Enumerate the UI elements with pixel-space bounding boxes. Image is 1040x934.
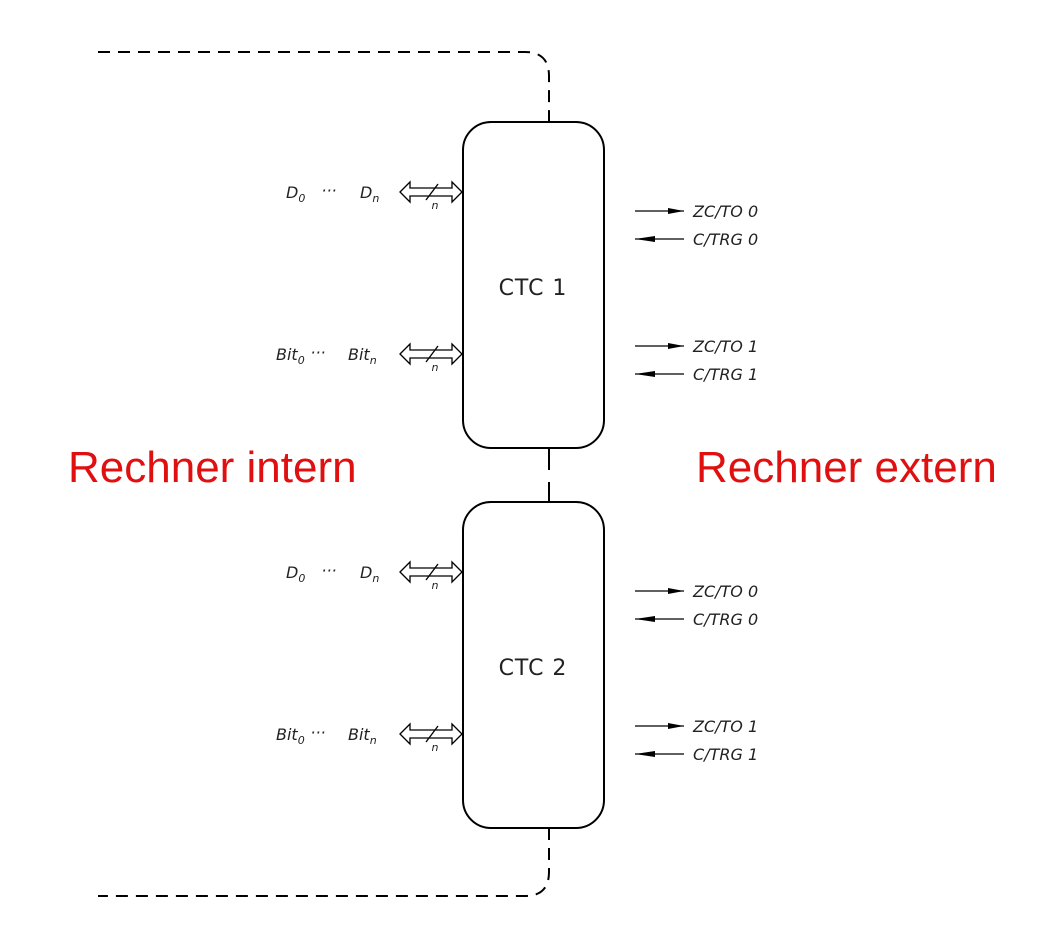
- bus-width-slash: [425, 725, 439, 743]
- dashed-chain-top: [98, 51, 550, 122]
- input-arrow-head: [635, 616, 655, 622]
- bus-ellipsis: ···: [310, 723, 325, 742]
- bus-ellipsis: ···: [310, 343, 325, 362]
- bus-to-label-base: D: [360, 183, 372, 202]
- bus-to-label: Dn: [360, 563, 379, 585]
- output-arrow-head: [668, 723, 684, 729]
- bus-to-label: Bitn: [348, 725, 377, 747]
- bus-ellipsis: ···: [321, 561, 336, 580]
- bus-from-label: Bit0: [276, 725, 305, 747]
- bidirectional-bus-arrow: [399, 560, 463, 584]
- bus-width-slash: [425, 345, 439, 363]
- bus-from-label-base: D: [286, 563, 298, 582]
- signal-label: ZC/TO 0: [692, 582, 758, 601]
- input-arrow-head: [635, 751, 655, 757]
- signal-label: C/TRG 0: [693, 230, 758, 249]
- bus-to-label: Bitn: [348, 345, 377, 367]
- bus-to-label-base: Bit: [348, 725, 370, 744]
- ctc-1-block: CTC 1: [462, 121, 605, 449]
- output-arrow-head: [668, 343, 684, 349]
- bus-from-label-subscript: 0: [298, 734, 305, 747]
- bidirectional-bus-arrow: [399, 342, 463, 366]
- bus-ellipsis: ···: [321, 181, 336, 200]
- bus-width-slash: [425, 563, 439, 581]
- bus-from-label-subscript: 0: [298, 192, 305, 205]
- bus-data-ctc-2: D0···Dnn: [286, 560, 463, 592]
- signal-ctc-2-4: C/TRG 1: [635, 745, 758, 764]
- signal-ctc-1-2: C/TRG 0: [635, 230, 758, 249]
- bus-to-label-subscript: n: [372, 572, 379, 585]
- ctc-2-box: [462, 501, 605, 829]
- signal-ctc-2-3: ZC/TO 1: [635, 717, 758, 736]
- signal-label: C/TRG 1: [693, 365, 758, 384]
- bus-from-label-base: D: [286, 183, 298, 202]
- signal-ctc-1-4: C/TRG 1: [635, 365, 758, 384]
- signal-connections: ZC/TO 0 C/TRG 0 ZC/TO 1 C/TRG 1 ZC/TO 0 C/TRG…: [635, 202, 758, 764]
- signal-label: ZC/TO 1: [692, 337, 758, 356]
- bidirectional-bus-arrow: [399, 180, 463, 204]
- output-arrow-head: [668, 588, 684, 594]
- signal-label: ZC/TO 0: [692, 202, 758, 221]
- signal-label: C/TRG 1: [693, 745, 758, 764]
- bus-to-label-subscript: n: [370, 734, 377, 747]
- bus-to-label-subscript: n: [370, 354, 377, 367]
- dashed-chain-bottom: [98, 828, 550, 897]
- bus-from-label: D0: [286, 183, 305, 205]
- bus-width-label: n: [432, 579, 439, 592]
- bus-to-label: Dn: [360, 183, 379, 205]
- bus-width-label: n: [432, 199, 439, 212]
- ctc-1-box: [462, 121, 605, 449]
- bus-from-label-base: Bit: [276, 725, 298, 744]
- bus-from-label: Bit0: [276, 345, 305, 367]
- bus-width-label: n: [432, 361, 439, 374]
- bus-width-slash: [425, 183, 439, 201]
- output-arrow-head: [668, 208, 684, 214]
- signal-ctc-2-1: ZC/TO 0: [635, 582, 758, 601]
- bidirectional-bus-arrow: [399, 722, 463, 746]
- bus-width-label: n: [432, 741, 439, 754]
- bus-from-label: D0: [286, 563, 305, 585]
- signal-label: C/TRG 0: [693, 610, 758, 629]
- bus-to-label-base: Bit: [348, 345, 370, 364]
- bus-data-ctc-1: D0···Dnn: [286, 180, 463, 212]
- region-label-internal: Rechner intern: [68, 443, 357, 492]
- ctc-2-block: CTC 2: [462, 501, 605, 829]
- bus-from-label-base: Bit: [276, 345, 298, 364]
- bus-to-label-base: D: [360, 563, 372, 582]
- signal-ctc-1-1: ZC/TO 0: [635, 202, 758, 221]
- signal-label: ZC/TO 1: [692, 717, 758, 736]
- signal-ctc-2-2: C/TRG 0: [635, 610, 758, 629]
- input-arrow-head: [635, 236, 655, 242]
- bus-from-label-subscript: 0: [298, 354, 305, 367]
- signal-ctc-1-3: ZC/TO 1: [635, 337, 758, 356]
- region-label-external: Rechner extern: [696, 443, 997, 492]
- bus-from-label-subscript: 0: [298, 572, 305, 585]
- bus-to-label-subscript: n: [372, 192, 379, 205]
- input-arrow-head: [635, 371, 655, 377]
- ctc-1-title: CTC 1: [499, 276, 568, 301]
- ctc-2-title: CTC 2: [499, 656, 568, 681]
